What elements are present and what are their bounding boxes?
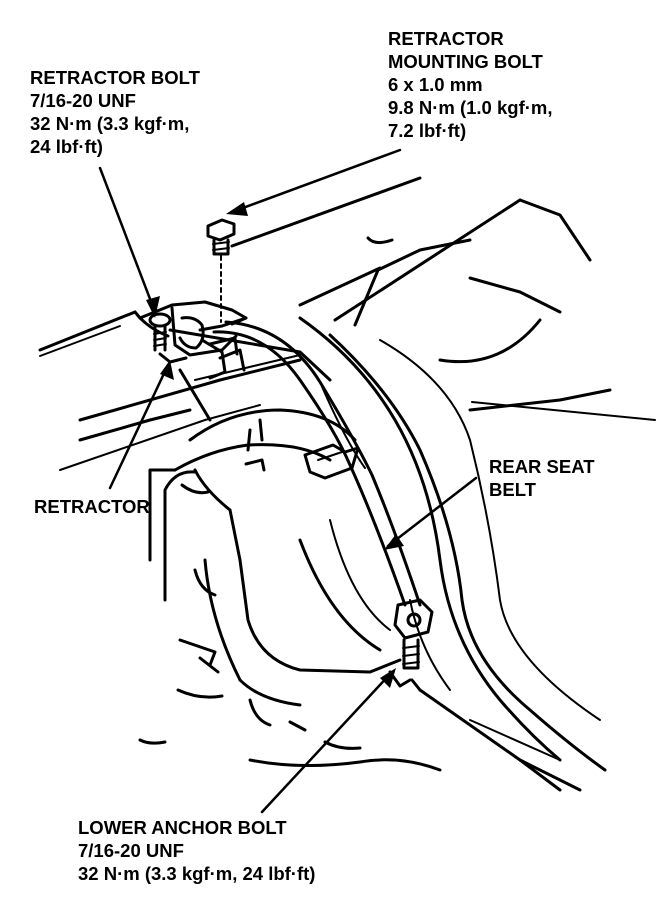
lower-anchor-thread: 7/16-20 UNF xyxy=(78,840,184,861)
retractor-bolt-torque-lbf: 24 lbf·ft) xyxy=(30,136,103,157)
arrowheads xyxy=(146,202,404,688)
leader-lines xyxy=(98,148,478,814)
mounting-bolt-title-1: RETRACTOR xyxy=(388,28,504,49)
arrowhead-lower-anchor xyxy=(380,668,396,688)
mounting-bolt-title-2: MOUNTING BOLT xyxy=(388,51,543,72)
leader-mounting-bolt xyxy=(230,148,402,214)
retractor-bolt-torque: 32 N·m (3.3 kgf·m, xyxy=(30,113,190,134)
mounting-bolt-torque: 9.8 N·m (1.0 kgf·m, xyxy=(388,97,553,118)
retractor-bolt-title: RETRACTOR BOLT xyxy=(30,67,200,88)
retractor-callout: RETRACTOR xyxy=(34,495,150,518)
rear-seat-belt-title-1: REAR SEAT xyxy=(489,456,595,477)
retractor-assembly xyxy=(133,300,248,380)
mounting-bolt-size: 6 x 1.0 mm xyxy=(388,74,483,95)
leader-lower-anchor xyxy=(260,670,394,814)
retractor-mounting-bolt-callout: RETRACTOR MOUNTING BOLT 6 x 1.0 mm 9.8 N… xyxy=(388,27,553,142)
quarter-trim xyxy=(248,316,607,792)
retractor-bolt-callout: RETRACTOR BOLT 7/16-20 UNF 32 N·m (3.3 k… xyxy=(30,66,200,158)
leader-retractor-bolt xyxy=(98,166,157,314)
lower-anchor-shape xyxy=(388,598,434,692)
rear-seat-belt-callout: REAR SEAT BELT xyxy=(489,455,595,501)
leader-rear-seat-belt xyxy=(386,476,478,548)
arrowhead-rear-seat-belt xyxy=(384,534,404,550)
rear-seat-belt-title-2: BELT xyxy=(489,479,536,500)
mounting-bolt-torque-lbf: 7.2 lbf·ft) xyxy=(388,120,467,141)
lower-anchor-torque: 32 N·m (3.3 kgf·m, 24 lbf·ft) xyxy=(78,863,316,884)
retractor-bolt-thread: 7/16-20 UNF xyxy=(30,90,136,111)
retractor-bolt-shape xyxy=(148,312,172,352)
leader-retractor xyxy=(108,363,170,490)
arrowhead-mounting-bolt xyxy=(226,202,248,216)
retractor-title: RETRACTOR xyxy=(34,496,150,517)
body-panel-lines xyxy=(38,176,656,471)
mounting-bolt-shape xyxy=(206,218,236,323)
wheel-house xyxy=(138,408,402,750)
arrowhead-retractor xyxy=(160,360,174,380)
lower-anchor-bolt-callout: LOWER ANCHOR BOLT 7/16-20 UNF 32 N·m (3.… xyxy=(78,816,315,885)
arrowhead-retractor-bolt xyxy=(146,296,160,318)
lower-anchor-title: LOWER ANCHOR BOLT xyxy=(78,817,287,838)
